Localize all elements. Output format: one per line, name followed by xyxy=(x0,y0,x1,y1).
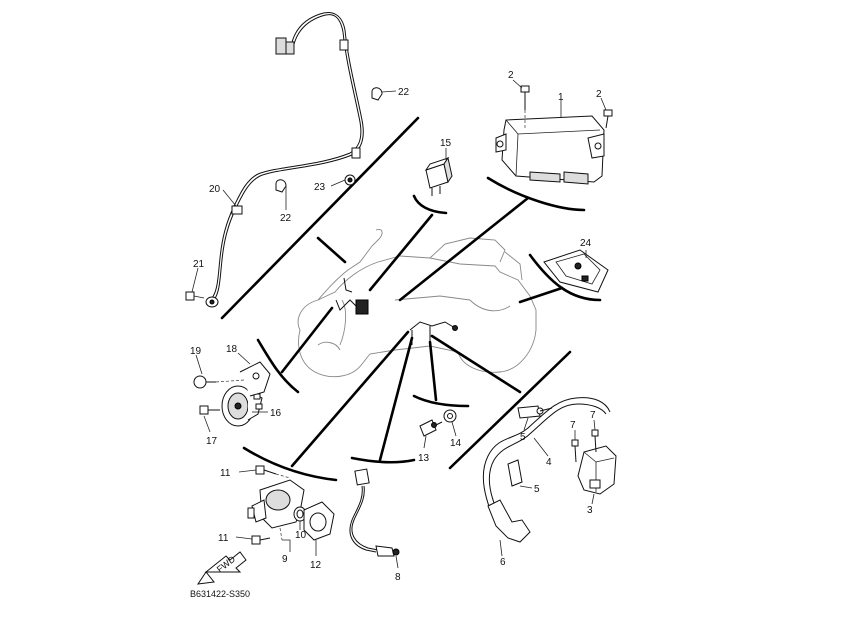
sensor-13 xyxy=(419,409,457,449)
sensor-8 xyxy=(349,468,400,569)
clamp-icon xyxy=(371,87,383,101)
callout-19: 19 xyxy=(190,346,202,357)
callout-3: 3 xyxy=(587,505,593,516)
callout-18: 18 xyxy=(226,344,238,355)
callout-1: 1 xyxy=(558,92,564,103)
bolt-icon xyxy=(591,429,599,437)
motorcycle-silhouette xyxy=(297,229,537,378)
bolt-icon xyxy=(185,291,195,301)
callout-17: 17 xyxy=(206,436,218,447)
bracket-24 xyxy=(543,249,609,293)
screw-icon xyxy=(255,465,265,475)
relay-15 xyxy=(424,148,453,196)
callout-16: 16 xyxy=(270,408,282,419)
bolt-icon xyxy=(199,405,209,415)
bolt-icon xyxy=(571,439,579,447)
clamp-icon xyxy=(275,179,287,193)
callout-2: 2 xyxy=(508,70,514,81)
bolt-icon xyxy=(603,109,613,117)
callout-6: 6 xyxy=(500,557,506,568)
callout-22: 22 xyxy=(280,213,292,224)
bolt-icon xyxy=(520,85,530,93)
callout-11: 11 xyxy=(220,468,231,479)
callout-21: 21 xyxy=(193,259,205,270)
assembly-9 xyxy=(235,465,335,556)
callout-8: 8 xyxy=(395,572,401,583)
callout-labels: 1 2 2 3 4 5 5 6 7 7 8 9 10 11 11 12 13 1… xyxy=(190,70,602,583)
bolt-icon xyxy=(193,375,207,389)
callout-23: 23 xyxy=(314,182,326,193)
callout-14: 14 xyxy=(450,438,462,449)
callout-7: 7 xyxy=(570,420,576,431)
callout-15: 15 xyxy=(440,138,452,149)
drawing-code: B631422-S350 xyxy=(190,589,250,599)
screw-icon xyxy=(251,535,261,545)
fwd-arrow-icon: FWD xyxy=(196,551,247,585)
callout-13: 13 xyxy=(418,453,430,464)
callout-10: 10 xyxy=(295,530,307,541)
leader-lines xyxy=(220,116,602,482)
connector-icon xyxy=(275,37,287,55)
callout-22: 22 xyxy=(398,87,410,98)
ecu-in-bike xyxy=(355,299,369,315)
callout-12: 12 xyxy=(310,560,322,571)
callout-9: 9 xyxy=(282,554,288,565)
callout-5: 5 xyxy=(534,484,540,495)
lead-wire-20 xyxy=(185,12,397,308)
callout-2: 2 xyxy=(596,89,602,100)
ecu-1 xyxy=(495,79,613,185)
callout-5: 5 xyxy=(520,432,526,443)
callout-11: 11 xyxy=(218,533,229,544)
callout-4: 4 xyxy=(546,457,552,468)
horn-16 xyxy=(193,352,271,433)
callout-20: 20 xyxy=(209,184,221,195)
assembly-3 xyxy=(482,397,617,557)
callout-7: 7 xyxy=(590,410,596,421)
callout-24: 24 xyxy=(580,238,592,249)
